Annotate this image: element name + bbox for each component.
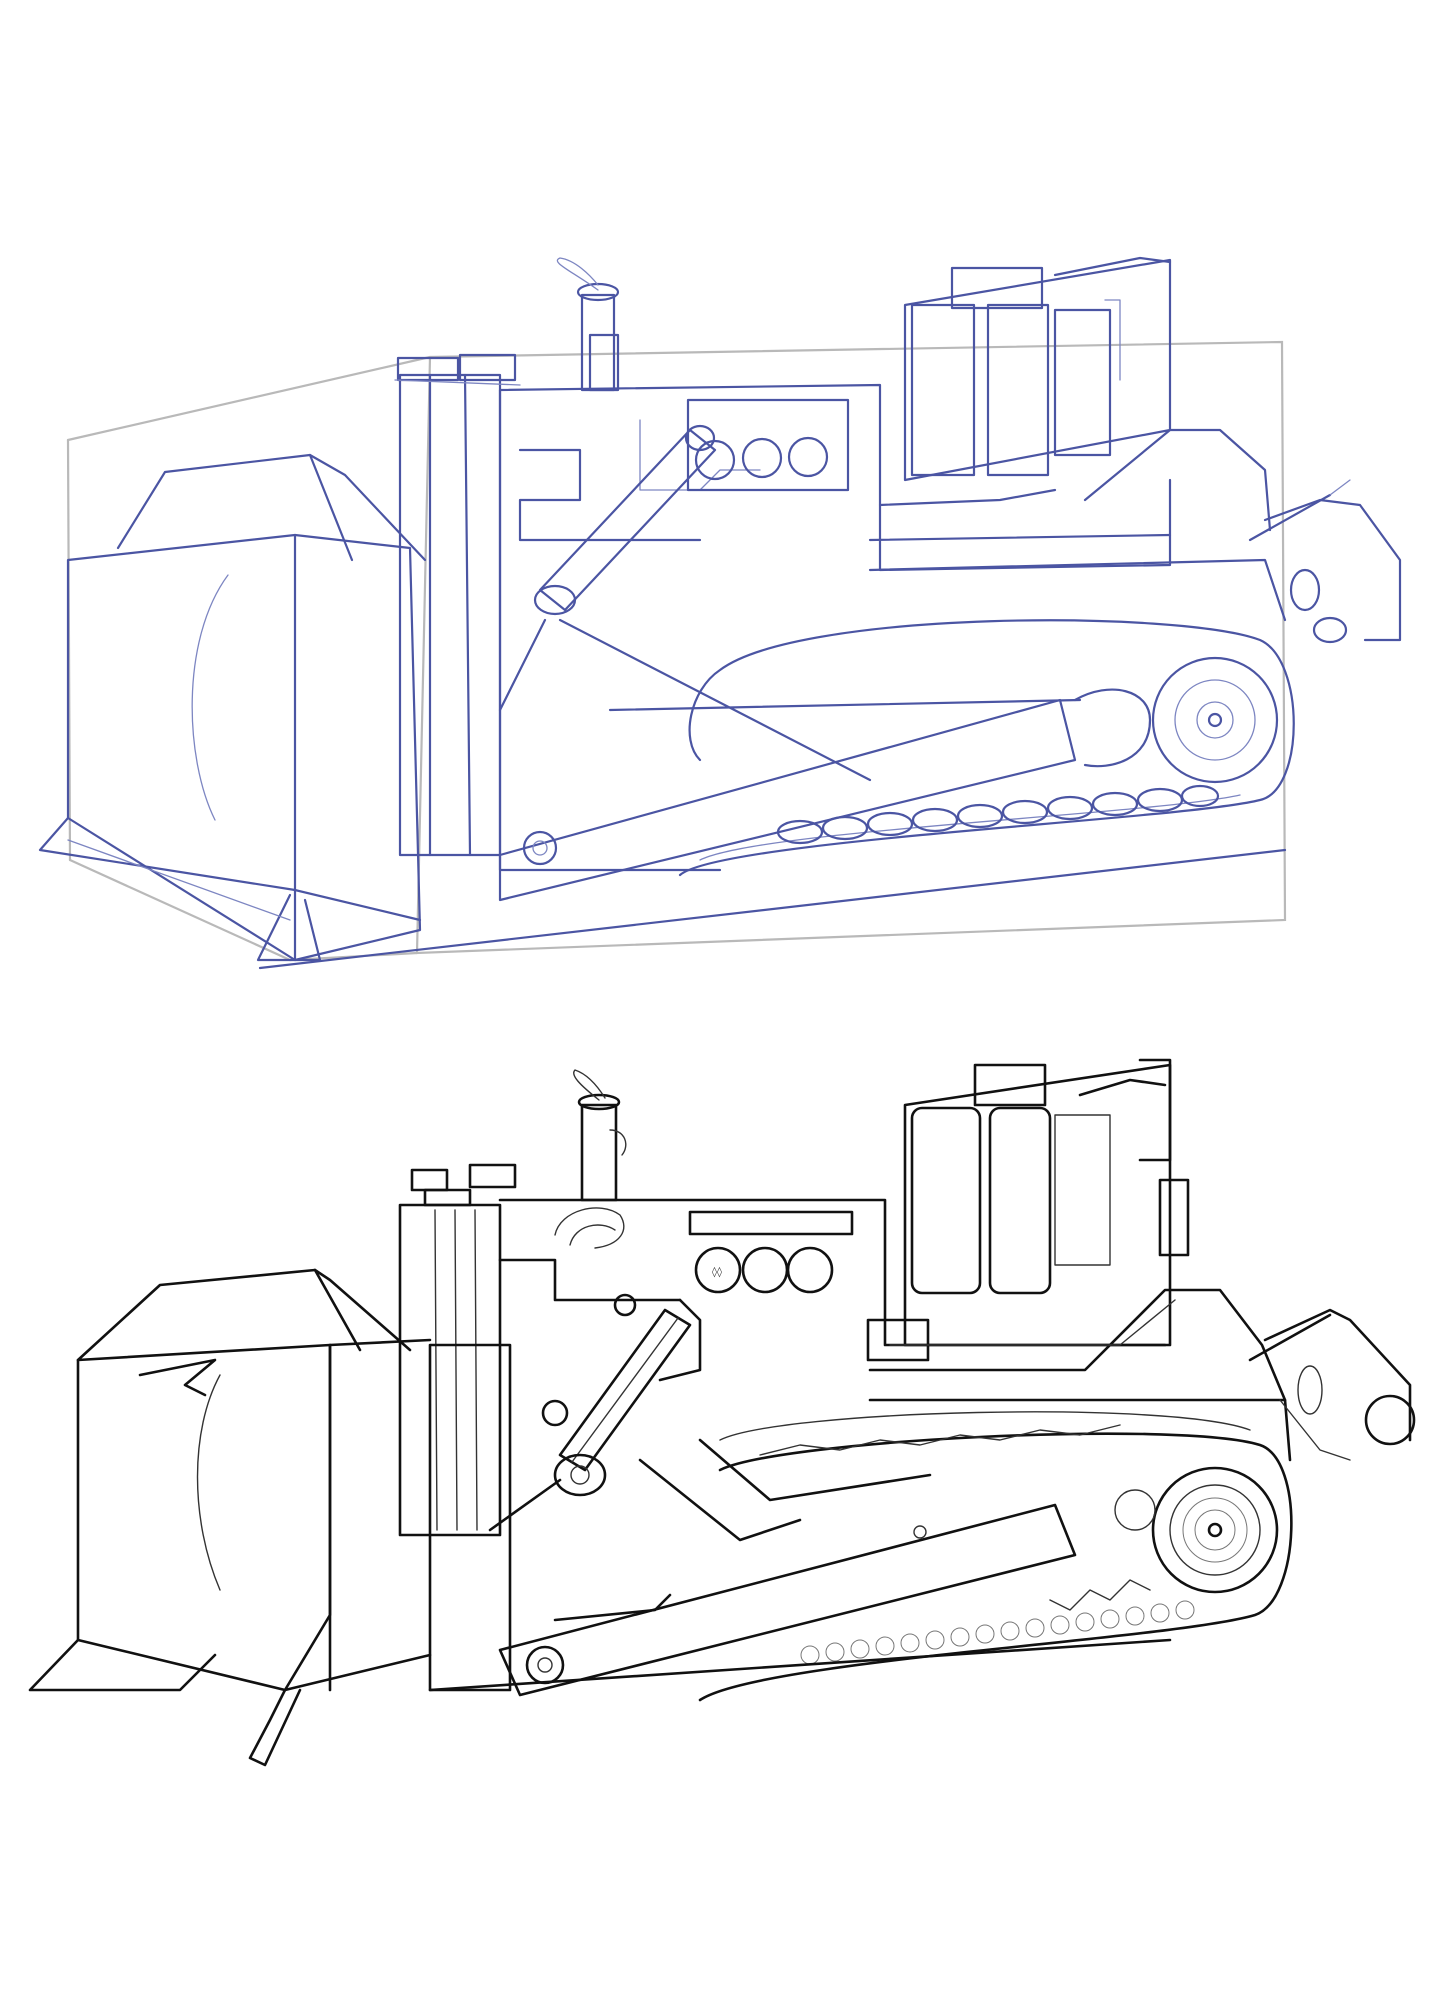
lineart-blade: [28, 1268, 432, 1767]
sketch-ground-lines: [67, 839, 1287, 970]
lineart-drawing: ◊◊: [28, 1058, 1416, 1767]
sketch-engine-body: [498, 383, 1057, 872]
perspective-guide-box: [66, 340, 1287, 962]
sketch-blade: [38, 453, 427, 962]
lineart-front-frame: [398, 1163, 517, 1692]
lineart-deck: [866, 1288, 1292, 1462]
lineart-cab: [903, 1058, 1190, 1347]
sketch-ripper: [1248, 479, 1402, 644]
sketch-front-frame: [394, 353, 521, 857]
lineart-sprocket: [1114, 1466, 1279, 1594]
sketch-exhaust-stack: [556, 257, 620, 392]
sketch-deck: [868, 428, 1287, 622]
sketch-cab: [903, 256, 1172, 482]
sketch-drawing: [38, 256, 1402, 970]
sketch-track: [678, 619, 1295, 877]
sketch-sprocket: [1073, 656, 1279, 784]
lineart-engine-body: ◊◊: [498, 1198, 1167, 1382]
lineart-track: [698, 1411, 1293, 1702]
sketch-push-arm: [498, 618, 1082, 902]
svg-text:◊◊: ◊◊: [712, 1266, 722, 1278]
lineart-push-arm: [498, 1438, 1077, 1697]
sketch-lift-cylinder: [498, 424, 717, 712]
lineart-ripper: [1248, 1308, 1416, 1461]
lineart-exhaust-stack: [573, 1069, 627, 1202]
lineart-ground-line: [428, 1638, 1172, 1692]
lineart-lift-cylinder: [488, 1293, 692, 1532]
